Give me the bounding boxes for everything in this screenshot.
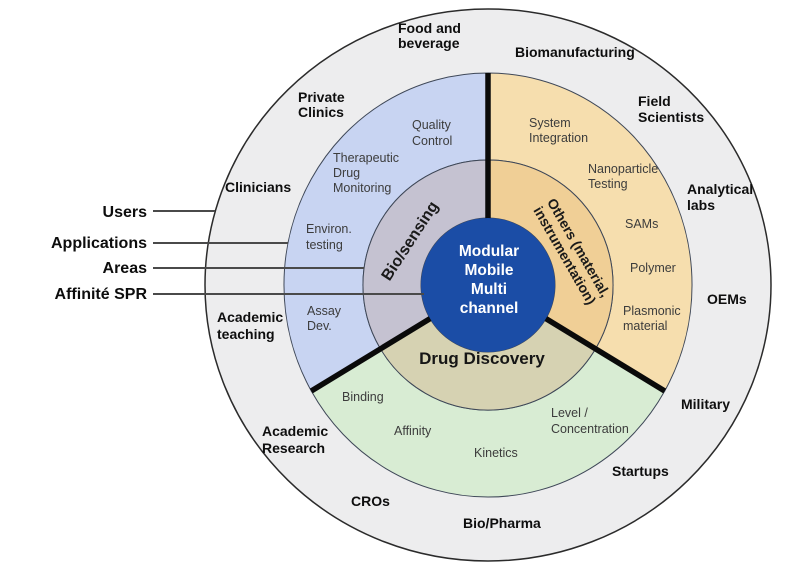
application-label-therapeutic-drug-monitoring: Therapeutic <box>333 151 399 165</box>
application-label-assay-dev: Assay <box>307 304 342 318</box>
application-label-quality-control: Control <box>412 134 452 148</box>
user-label-food-and-beverage: beverage <box>398 35 460 51</box>
user-label-startups: Startups <box>612 463 669 479</box>
application-label-system-integration: Integration <box>529 131 588 145</box>
application-label-quality-control: Quality <box>412 118 452 132</box>
user-label-cros: CROs <box>351 493 390 509</box>
center-label: Mobile <box>464 262 513 279</box>
application-label-environ-testing: Environ. <box>306 222 352 236</box>
application-label-nanoparticle-testing: Nanoparticle <box>588 162 658 176</box>
application-label-assay-dev: Dev. <box>307 319 332 333</box>
application-label-kinetics: Kinetics <box>474 446 518 460</box>
legend-label-affinite-spr: Affinité SPR <box>55 286 148 303</box>
application-label-level-concentration: Level / <box>551 406 588 420</box>
application-label-binding: Binding <box>342 390 384 404</box>
legend-label-users: Users <box>103 204 148 221</box>
user-label-private-clinics: Private <box>298 89 345 105</box>
user-label-oems: OEMs <box>707 291 747 307</box>
user-label-biomanufacturing: Biomanufacturing <box>515 44 635 60</box>
user-label-academic-teaching: Academic <box>217 309 283 325</box>
application-label-environ-testing: testing <box>306 238 343 252</box>
user-label-field-scientists: Scientists <box>638 109 704 125</box>
application-label-nanoparticle-testing: Testing <box>588 177 628 191</box>
user-label-analytical-labs: Analytical <box>687 181 753 197</box>
area-label-drug-discovery: Drug Discovery <box>419 349 545 368</box>
sector-divider-lower-left <box>309 312 438 394</box>
user-label-clinicians: Clinicians <box>225 179 291 195</box>
user-label-field-scientists: Field <box>638 93 671 109</box>
sector-divider-lower-right <box>538 312 667 394</box>
application-label-therapeutic-drug-monitoring: Monitoring <box>333 181 391 195</box>
application-label-polymer: Polymer <box>630 261 676 275</box>
center-label: Multi <box>471 281 507 298</box>
user-label-food-and-beverage: Food and <box>398 20 461 36</box>
user-label-military: Military <box>681 396 730 412</box>
application-label-plasmonic-material: material <box>623 319 667 333</box>
center-label: channel <box>460 300 519 317</box>
application-label-sams: SAMs <box>625 217 658 231</box>
user-label-bio-pharma: Bio/Pharma <box>463 515 541 531</box>
application-label-system-integration: System <box>529 116 571 130</box>
user-label-academic-research: Academic <box>262 423 328 439</box>
legend-label-areas: Areas <box>103 260 148 277</box>
application-label-level-concentration: Concentration <box>551 422 629 436</box>
center-label: Modular <box>459 243 519 260</box>
user-label-analytical-labs: labs <box>687 197 715 213</box>
user-label-academic-teaching: teaching <box>217 326 275 342</box>
center-circle <box>421 218 555 352</box>
legend-label-applications: Applications <box>51 235 147 252</box>
user-label-academic-research: Research <box>262 440 325 456</box>
application-label-plasmonic-material: Plasmonic <box>623 304 681 318</box>
application-label-therapeutic-drug-monitoring: Drug <box>333 166 360 180</box>
application-label-affinity: Affinity <box>394 424 432 438</box>
user-label-private-clinics: Clinics <box>298 104 344 120</box>
